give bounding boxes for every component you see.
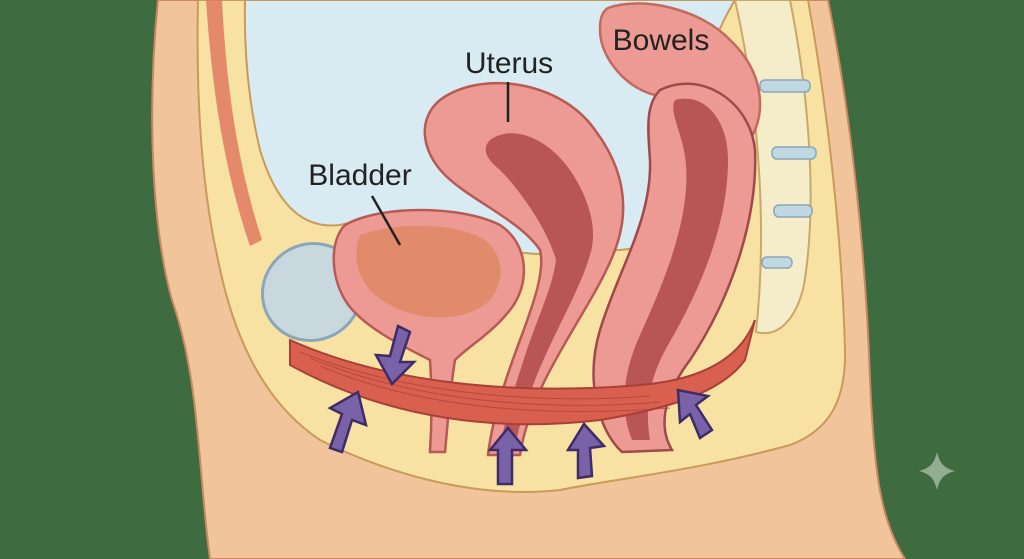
bowels-label: Bowels [613, 24, 710, 57]
arrow-icon-up-1 [327, 390, 368, 454]
uterus-inner [485, 133, 594, 448]
pelvic-floor-muscle [289, 319, 756, 426]
arrow-icon-up-2 [487, 426, 529, 486]
arrow-icon-up-3 [565, 421, 607, 480]
vertebra-discs [759, 79, 817, 269]
rectum-inner [624, 98, 728, 440]
uterus-label: Uterus [465, 47, 553, 80]
sparkle-icon [919, 452, 955, 490]
arrow-icon-up-4 [676, 388, 714, 440]
arrow-icon-down [373, 324, 418, 387]
bladder-label: Bladder [308, 159, 411, 192]
muscle-fibers [299, 351, 671, 413]
abdominal-muscle [206, 0, 262, 246]
leader-lines [370, 82, 510, 246]
bladder-leader [370, 195, 402, 246]
arrow-icon [327, 324, 714, 486]
bladder-interior [356, 225, 501, 318]
